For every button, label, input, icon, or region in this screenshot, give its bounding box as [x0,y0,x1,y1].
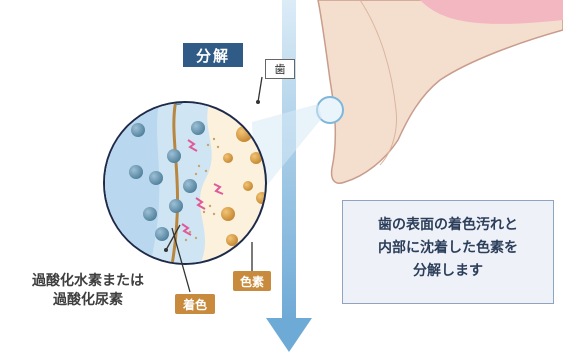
explanation-line2: 内部に沈着した色素を [378,240,518,256]
oxidant-particle [191,121,205,135]
oxidant-particle [183,179,197,193]
oxidant-particle [131,123,145,137]
leader-dot [164,248,168,252]
magnified-view [103,93,267,265]
oxidant-particle [149,171,163,185]
pigment-particle [251,231,261,241]
oxidant-particle [155,227,169,241]
explanation-box: 歯の表面の着色汚れと 内部に沈着した色素を 分解します [342,200,554,304]
leader-dot [256,100,260,104]
oxidant-particle [143,207,157,221]
down-arrow [266,0,312,352]
pigment-particle [256,104,265,116]
oxidant-particle [167,149,181,163]
pigment-particle [226,234,238,246]
pigment-particle [243,181,253,191]
reaction-bolts [181,139,224,236]
tooth-label: 歯 [265,59,295,79]
pigment-label: 色素 [233,271,271,291]
pigment-particle [235,93,245,103]
pigment-particle [221,207,235,221]
zoom-cone [252,104,322,200]
chemical-label-line2: 過酸化尿素 [53,292,123,308]
pigment-particle [256,192,265,204]
tooth-illustration [316,0,563,184]
chemical-label-line1: 過酸化水素または [32,273,144,289]
leader-lines [165,76,263,293]
oxidant-particle [169,199,183,213]
pigment-particle [250,152,262,164]
explanation-line1: 歯の表面の着色汚れと [378,217,518,233]
pigment-particle [223,153,233,163]
oxidant-particle [129,165,143,179]
chemical-label: 過酸化水素または 過酸化尿素 [8,272,168,310]
decompose-label: 分解 [183,43,243,67]
explanation-line3: 分解します [413,263,483,279]
stain-label: 着色 [175,294,215,314]
